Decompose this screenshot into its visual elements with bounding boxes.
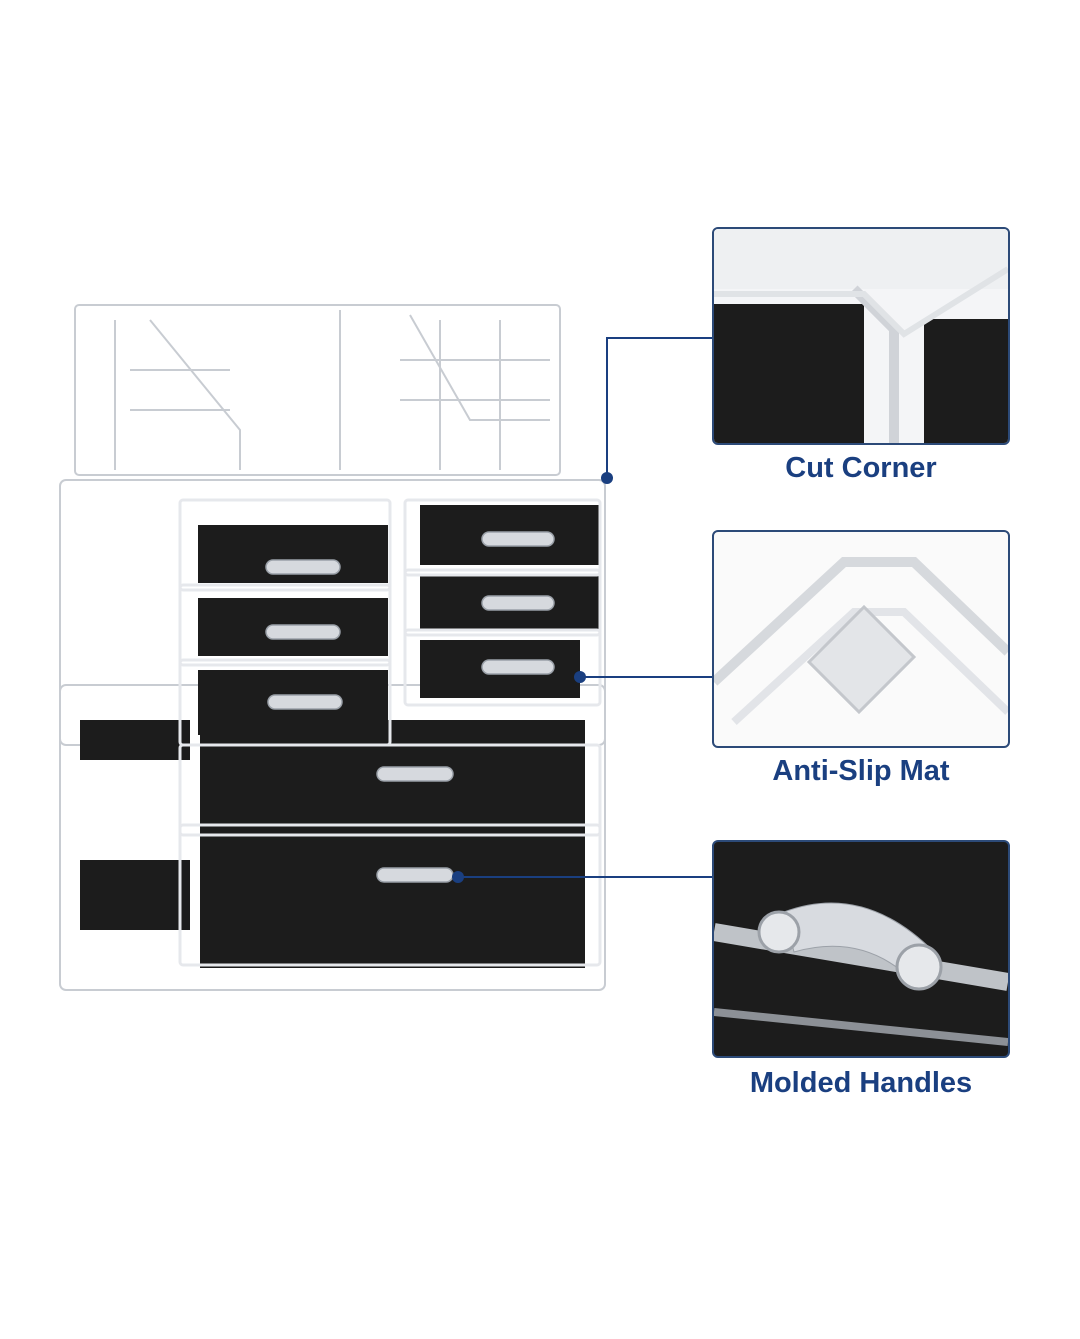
feature-label-anti-slip-mat: Anti-Slip Mat <box>772 755 950 787</box>
feature-label-cut-corner: Cut Corner <box>785 452 937 484</box>
anti-slip-mat-icon <box>714 557 1008 725</box>
cut-corner-icon <box>714 229 1008 443</box>
callout-dot-cut-corner <box>601 472 613 484</box>
callout-dot-anti-slip <box>574 671 586 683</box>
callout-lines <box>458 337 712 878</box>
anti-slip-mat-detail-image <box>712 530 1010 748</box>
drawer-large <box>200 808 585 968</box>
callout-dot-handles <box>452 871 464 883</box>
feature-label-molded-handles: Molded Handles <box>749 1067 973 1099</box>
cut-corner-detail-image <box>712 227 1010 445</box>
molded-handle-icon <box>714 902 1008 1046</box>
molded-handles-detail-image <box>712 840 1010 1058</box>
top-caddy <box>74 304 561 476</box>
drawer-handles <box>265 531 555 883</box>
